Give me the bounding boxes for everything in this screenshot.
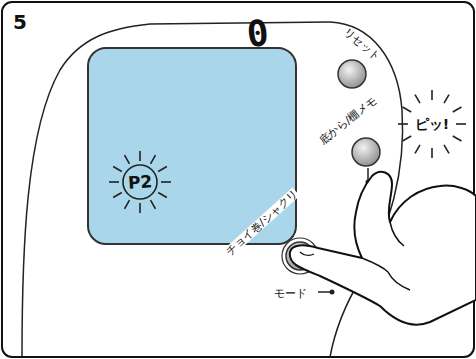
button-label: モード (274, 288, 307, 299)
blink-ray (139, 203, 141, 213)
blink-ray (113, 193, 122, 198)
blink-ray (161, 181, 171, 183)
blink-ray (151, 155, 156, 164)
step-number: 5 (13, 12, 27, 32)
blink-ray (158, 167, 167, 172)
blink-ray (158, 193, 167, 198)
blink-ray (109, 181, 119, 183)
blink-ray (113, 167, 122, 172)
blink-ray (139, 151, 141, 161)
mode-indicator: P2 (127, 173, 152, 192)
lcd-digit: 0 (245, 15, 270, 53)
blink-ray (403, 107, 412, 112)
blink-ray (398, 123, 408, 125)
blink-ray (151, 200, 156, 209)
blink-ray (456, 123, 466, 125)
blink-ray (125, 200, 130, 209)
blink-ray (403, 136, 412, 141)
blink-ray (444, 95, 449, 104)
beep-sound: ピッ! (415, 117, 449, 131)
blink-ray (431, 90, 433, 100)
blink-ray (453, 107, 462, 112)
blink-ray (415, 95, 420, 104)
blink-ray (415, 145, 420, 154)
blink-ray (444, 145, 449, 154)
blink-ray (431, 148, 433, 158)
blink-ray (453, 136, 462, 141)
blink-ray (125, 155, 130, 164)
